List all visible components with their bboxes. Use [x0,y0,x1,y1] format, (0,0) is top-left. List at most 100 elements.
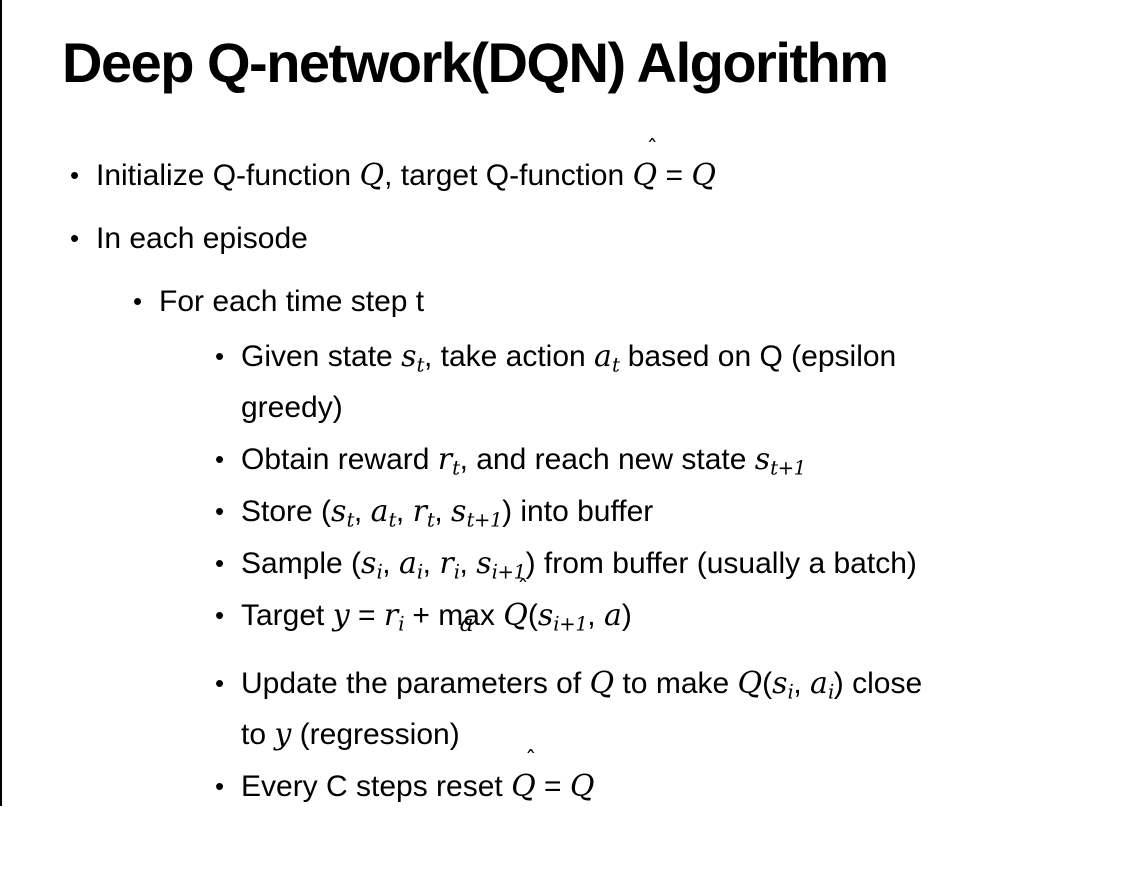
math-subscript: t [426,508,435,532]
text-run: , take action [423,340,595,373]
text-run: , [353,495,371,528]
math-subscript: i [787,680,794,704]
text-run: Store ( [241,495,332,528]
math-var: Q [569,769,595,804]
text-run: , [395,495,413,528]
math-var: a [603,598,622,633]
bullet-text: Update the parameters of Q to make Q(si,… [241,658,1116,760]
bullet-item: • Initialize Q-function Q, target Q-funct… [0,138,1116,201]
text-run: , and reach new state [459,443,755,476]
math-subscript: t [611,353,620,377]
text-run: Given state [241,340,402,373]
math-var: ai [810,666,834,704]
bullet-item: • Given state st, take action at based on… [0,331,1116,433]
slide-left-border [0,0,2,806]
text-run: to make [614,667,738,700]
math-var: y [332,598,350,633]
text-run: + [404,599,439,632]
text-run: = [349,599,384,632]
math-var: ai [398,546,423,584]
text-run: For each time step t [159,285,425,318]
math-var: si [772,666,794,704]
bullet-item: • Obtain reward rt, and reach new state s… [0,434,1116,485]
math-subscript: t+1 [770,456,806,480]
bullet-marker: • [215,771,225,801]
bullet-text: In each episode [96,213,1116,264]
hat-accent: ˆ [517,576,529,603]
math-var: Q [737,666,763,701]
bullet-text: Obtain reward rt, and reach new state st… [241,434,1116,485]
math-subscript: i [416,560,423,584]
text-run: = [657,159,692,192]
bullet-item: •Update the parameters of Q to make Q(si… [0,658,1116,760]
bullet-text: Given state st, take action at based on … [241,331,1116,433]
math-var: at [594,339,620,377]
math-subscript: i+1 [553,612,588,636]
text-run: ( [527,599,538,632]
bullet-text: Store (st, at, rt, st+1) into buffer [241,486,1116,537]
math-var: Q [691,158,716,193]
text-run: In each episode [96,222,308,255]
text-run: , [459,547,477,580]
bullet-text: Initialize Q-function Q, target Q-functi… [96,138,1116,201]
text-run: Target [241,599,333,632]
slide-title: Deep Q-network(DQN) Algorithm [62,31,889,94]
math-var: rt [412,494,435,532]
math-var: Q [589,666,615,701]
text-run: ) from buffer (usually a batch) [525,547,917,580]
text-run: Sample ( [241,547,362,580]
math-subscript: i [398,612,405,636]
math-var: rt [437,442,460,480]
math-var: ri [383,598,405,636]
math-var: st+1 [451,494,503,532]
text-run: , [422,547,440,580]
math-var: Q [359,158,385,193]
text-run: ) [621,599,632,632]
math-subscript: i [453,560,460,584]
math-subscript: t [416,353,424,377]
bullet-marker: • [215,341,225,371]
math-subscript: i+1 [491,560,527,584]
math-subscript: t [346,508,354,532]
bullet-marker: • [215,444,225,474]
text-run: = [535,770,570,803]
text-run: Every C steps reset [241,770,512,803]
text-run: , [382,547,399,580]
hat-accent: ˆ [525,747,537,774]
bullet-text: For each time step t [159,276,1116,327]
bullet-marker: • [70,160,80,190]
text-run: Update the parameters of [241,667,590,700]
bullet-marker: • [133,286,143,316]
text-run: based on Q (epsilon [619,340,897,373]
math-var: st [331,494,354,532]
math-var: si+1 [476,546,527,584]
bullet-item: • For each time step t [0,276,1116,327]
math-var: si [361,546,383,584]
text-run: , [793,667,811,700]
bullet-marker: • [215,600,225,630]
bullet-text: Sample (si, ai, ri, si+1) from buffer (u… [241,538,1116,589]
bullet-marker: • [215,548,225,578]
math-subscript: t [452,456,460,480]
math-subscript: i [827,680,834,704]
text-run: ( [762,667,773,700]
math-var: at [370,494,397,532]
bullet-marker: • [215,496,225,526]
text-run: Obtain reward [241,443,438,476]
bullet-item: • Store (st, at, rt, st+1) into buffer [0,486,1116,537]
text-run: , [434,495,452,528]
text-run: , target Q-function [384,159,633,192]
text-run: , [587,599,604,632]
math-var: y [274,717,292,752]
max-under-variable: a [459,608,474,637]
math-var: st [401,339,424,377]
text-run: (regression) [291,718,460,751]
math-var: si+1 [537,598,588,636]
